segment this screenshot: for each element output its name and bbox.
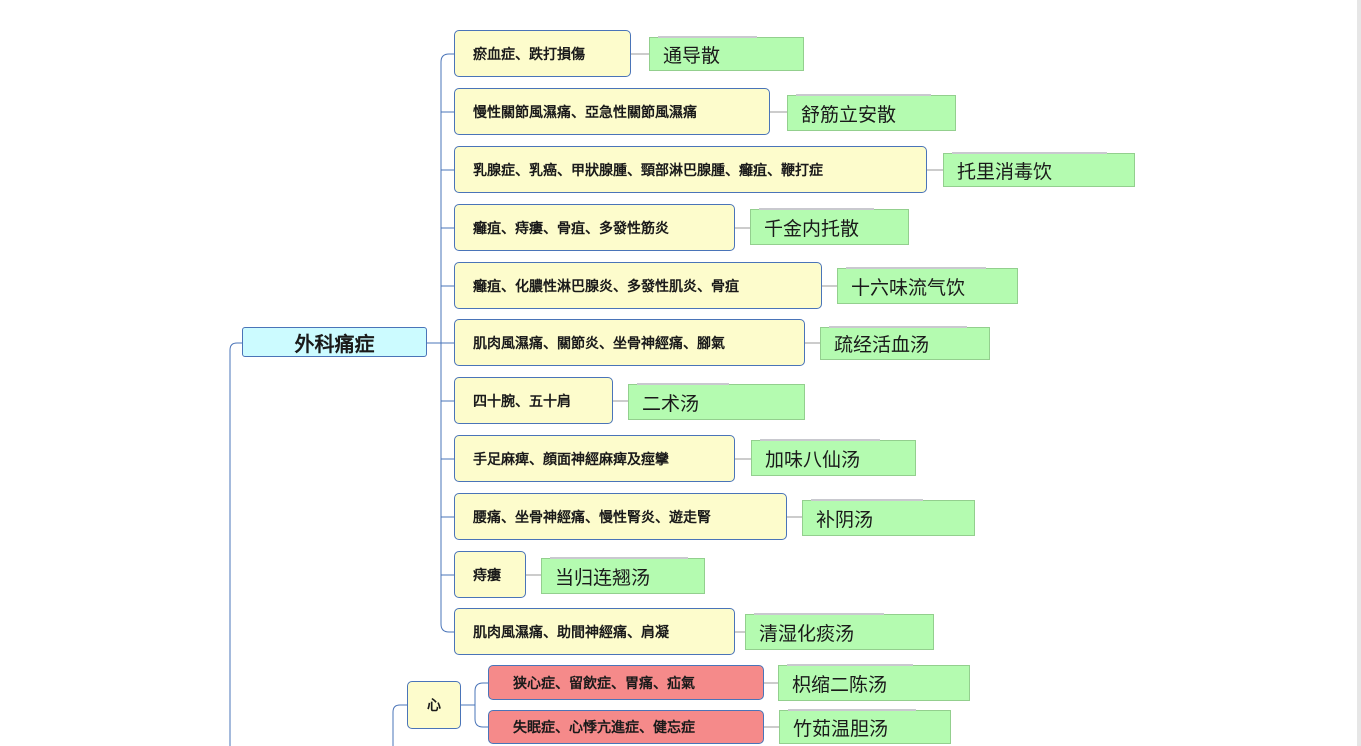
condition-node[interactable]: 肌肉風濕痛、助間神經痛、肩凝 bbox=[454, 608, 735, 655]
condition-node[interactable]: 肌肉風濕痛、關節炎、坐骨神經痛、腳氣 bbox=[454, 319, 805, 366]
condition-label: 四十腕、五十肩 bbox=[473, 393, 571, 410]
window-edge bbox=[1357, 0, 1361, 746]
condition-label: 肌肉風濕痛、助間神經痛、肩凝 bbox=[473, 624, 669, 641]
condition-label: 癰疽、痔瘻、骨疽、多發性筋炎 bbox=[473, 220, 669, 237]
remedy-text: 通导散 bbox=[663, 44, 721, 67]
remedy-label[interactable]: 枳缩二陈汤 bbox=[778, 664, 970, 701]
heart-label: 心 bbox=[427, 698, 441, 714]
condition-node[interactable]: 乳腺症、乳癌、甲狀腺腫、頸部淋巴腺腫、癰疽、鞭打症 bbox=[454, 146, 927, 193]
condition-label: 癰疽、化膿性淋巴腺炎、多發性肌炎、骨疽 bbox=[473, 278, 739, 295]
condition-node[interactable]: 癰疽、痔瘻、骨疽、多發性筋炎 bbox=[454, 204, 735, 251]
remedy-text: 枳缩二陈汤 bbox=[792, 673, 888, 696]
condition-label: 手足麻痺、顔面神經麻痺及痙攣 bbox=[473, 451, 669, 468]
heart-node[interactable]: 心 bbox=[407, 681, 461, 729]
remedy-label[interactable]: 加味八仙汤 bbox=[751, 439, 916, 476]
remedy-label[interactable]: 竹茹温胆汤 bbox=[779, 709, 951, 744]
remedy-label[interactable]: 舒筋立安散 bbox=[787, 94, 956, 131]
condition-label: 肌肉風濕痛、關節炎、坐骨神經痛、腳氣 bbox=[473, 335, 725, 352]
remedy-label[interactable]: 疏经活血汤 bbox=[820, 326, 990, 360]
heart-condition-node[interactable]: 狭心症、留飲症、胃痛、疝氣 bbox=[488, 665, 764, 700]
condition-label: 乳腺症、乳癌、甲狀腺腫、頸部淋巴腺腫、癰疽、鞭打症 bbox=[473, 162, 823, 179]
root-node[interactable]: 外科痛症 bbox=[242, 327, 427, 357]
remedy-label[interactable]: 补阴汤 bbox=[802, 499, 975, 536]
remedy-text: 千金内托散 bbox=[764, 217, 860, 240]
condition-label: 腰痛、坐骨神經痛、慢性腎炎、遊走腎 bbox=[473, 509, 711, 526]
condition-label: 狭心症、留飲症、胃痛、疝氣 bbox=[513, 675, 695, 692]
condition-node[interactable]: 痔瘻 bbox=[454, 551, 526, 598]
condition-node[interactable]: 手足麻痺、顔面神經麻痺及痙攣 bbox=[454, 435, 735, 482]
remedy-label[interactable]: 清湿化痰汤 bbox=[745, 613, 934, 650]
remedy-label[interactable]: 托里消毒饮 bbox=[943, 152, 1135, 187]
remedy-text: 加味八仙汤 bbox=[765, 448, 861, 471]
remedy-label[interactable]: 当归连翘汤 bbox=[541, 557, 705, 594]
condition-label: 瘀血症、跌打損傷 bbox=[473, 46, 585, 63]
remedy-text: 舒筋立安散 bbox=[801, 103, 897, 126]
condition-label: 慢性關節風濕痛、亞急性關節風濕痛 bbox=[473, 104, 697, 121]
remedy-text: 二术汤 bbox=[642, 392, 700, 415]
remedy-text: 清湿化痰汤 bbox=[759, 622, 855, 645]
condition-node[interactable]: 瘀血症、跌打損傷 bbox=[454, 30, 631, 77]
condition-node[interactable]: 腰痛、坐骨神經痛、慢性腎炎、遊走腎 bbox=[454, 493, 787, 540]
condition-node[interactable]: 慢性關節風濕痛、亞急性關節風濕痛 bbox=[454, 88, 770, 135]
remedy-label[interactable]: 十六味流气饮 bbox=[837, 267, 1018, 304]
remedy-text: 当归连翘汤 bbox=[555, 566, 651, 589]
remedy-text: 补阴汤 bbox=[816, 508, 874, 531]
remedy-text: 疏经活血汤 bbox=[834, 334, 930, 356]
condition-label: 失眠症、心悸亢進症、健忘症 bbox=[513, 720, 695, 736]
condition-label: 痔瘻 bbox=[473, 567, 501, 584]
remedy-text: 竹茹温胆汤 bbox=[793, 717, 889, 740]
condition-node[interactable]: 癰疽、化膿性淋巴腺炎、多發性肌炎、骨疽 bbox=[454, 262, 822, 309]
remedy-label[interactable]: 千金内托散 bbox=[750, 208, 909, 245]
root-label: 外科痛症 bbox=[294, 331, 375, 356]
remedy-label[interactable]: 通导散 bbox=[649, 36, 804, 71]
remedy-text: 托里消毒饮 bbox=[957, 160, 1053, 183]
remedy-text: 十六味流气饮 bbox=[851, 276, 966, 299]
condition-node[interactable]: 四十腕、五十肩 bbox=[454, 377, 613, 424]
heart-condition-node[interactable]: 失眠症、心悸亢進症、健忘症 bbox=[488, 710, 764, 744]
remedy-label[interactable]: 二术汤 bbox=[628, 383, 805, 420]
